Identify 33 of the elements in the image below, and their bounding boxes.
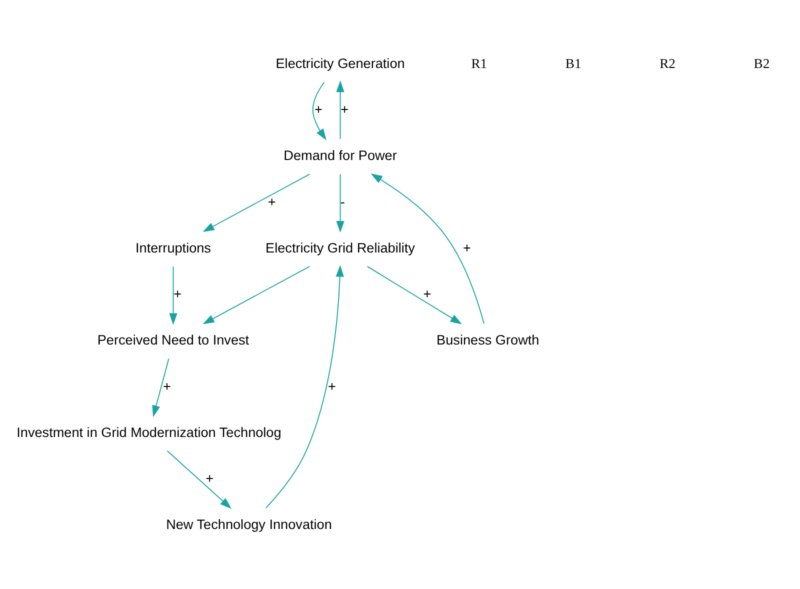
node-text: Perceived Need to Invest xyxy=(97,332,250,348)
edge-label: + xyxy=(340,102,349,117)
label: B1 xyxy=(565,55,582,70)
edge-label: + xyxy=(206,470,214,486)
arrow xyxy=(336,80,344,139)
edge-label: + xyxy=(268,194,276,209)
arrow xyxy=(366,265,462,324)
node-text: Investment in Grid Modernization Technolog xyxy=(16,424,282,440)
edge-label: + xyxy=(463,240,471,255)
node-text: Interruptions xyxy=(136,240,211,255)
arrow xyxy=(169,265,178,324)
arrow xyxy=(312,81,326,140)
arrow xyxy=(336,173,344,232)
edge-label: + xyxy=(328,378,336,394)
node-text: Demand for Power xyxy=(284,148,397,163)
arrow xyxy=(265,264,344,508)
arrow xyxy=(202,265,310,324)
node-text: Electricity Generation xyxy=(276,55,405,70)
label: R2 xyxy=(660,55,676,70)
label: B2 xyxy=(754,55,770,70)
arrow xyxy=(166,450,232,508)
node-text: New Technology Innovation xyxy=(166,516,332,532)
arrow xyxy=(202,173,310,232)
arrow xyxy=(370,173,484,324)
node-text: Electricity Grid Reliability xyxy=(266,240,415,255)
arrow xyxy=(152,358,170,417)
edge-label: + xyxy=(162,378,171,394)
edge-label: + xyxy=(314,102,322,117)
edge-label: + xyxy=(174,286,182,302)
edge-label: - xyxy=(340,194,345,209)
edge-label: + xyxy=(423,286,432,302)
node-text: Business Growth xyxy=(436,332,540,348)
label: R1 xyxy=(471,55,488,70)
